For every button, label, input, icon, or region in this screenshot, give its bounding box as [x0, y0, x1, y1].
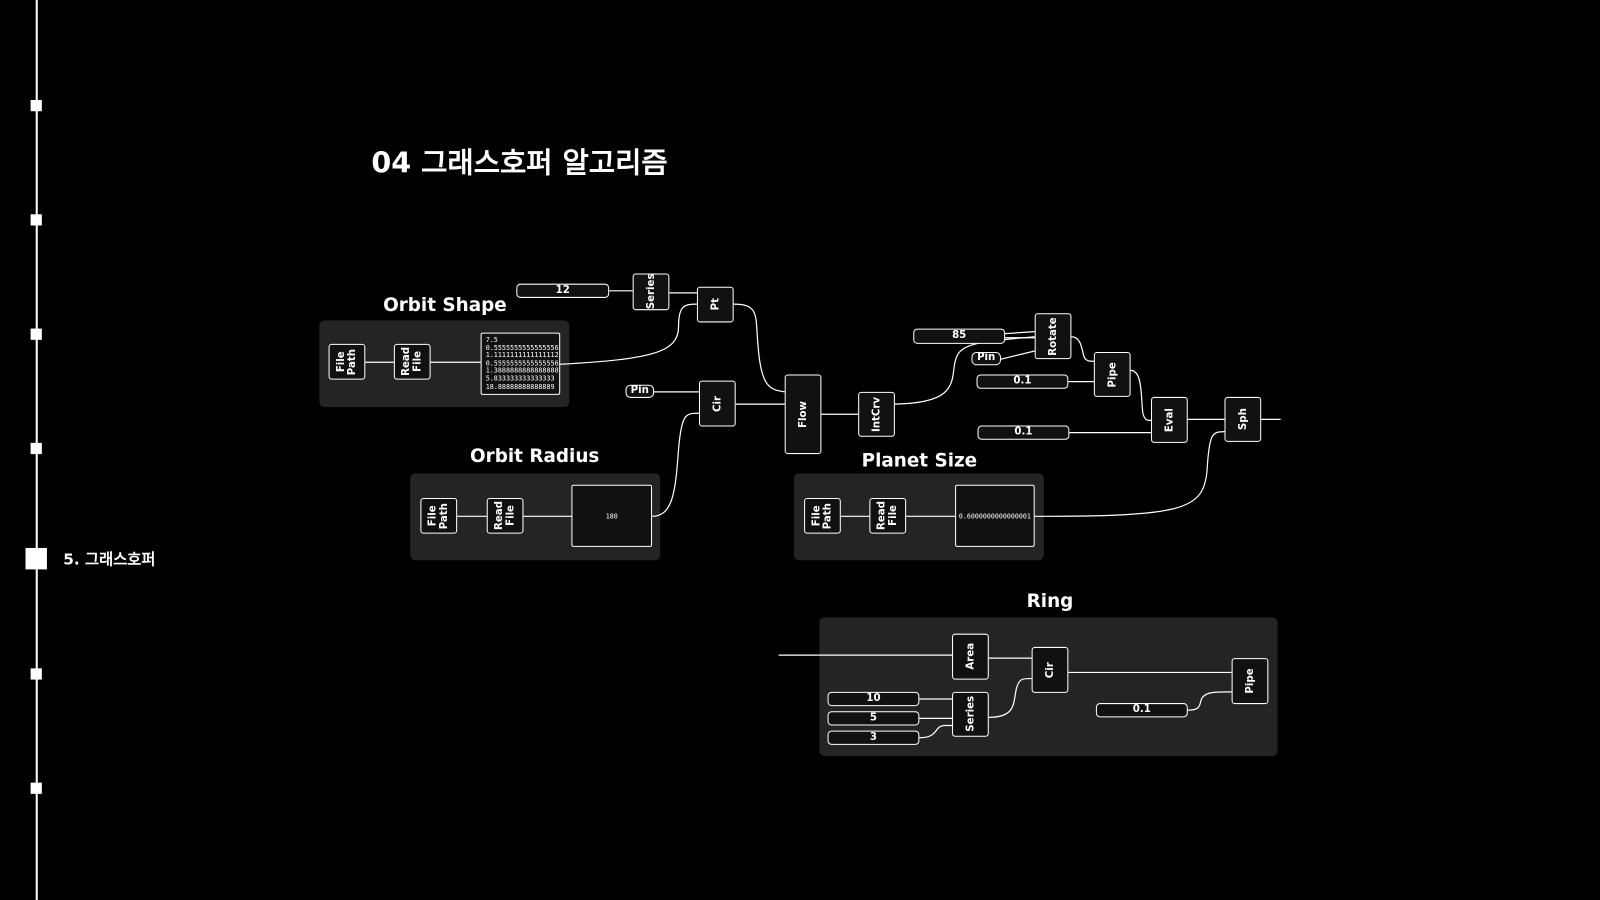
number-slider-10[interactable]: 10	[827, 691, 920, 707]
intcrv-node[interactable]: IntCrv	[858, 391, 895, 437]
panel-value: 0.5555555555555556	[485, 343, 559, 352]
pt-node[interactable]: Pt	[696, 286, 734, 323]
node-label: File Path	[427, 502, 450, 529]
node-label: Rotate	[1047, 316, 1059, 356]
panel-value: 5.833333333333333	[485, 374, 555, 383]
node-label: File Path	[335, 348, 359, 375]
ring-series-node[interactable]: Series	[952, 691, 989, 737]
ring-pipe-node[interactable]: Pipe	[1231, 658, 1269, 705]
timeline-marker[interactable]	[30, 328, 42, 340]
node-label: Cir	[1044, 661, 1056, 678]
node-label: Sph	[1237, 408, 1249, 431]
panel-value: 0.5555555555555556	[485, 358, 559, 368]
node-label: Eval	[1163, 407, 1175, 432]
group-title: Ring	[1026, 590, 1074, 613]
area-node[interactable]: Area	[952, 633, 989, 680]
file-path-node[interactable]: File Path	[328, 343, 366, 380]
timeline-marker[interactable]	[30, 782, 42, 794]
panel-value: 1.1111111111111112	[485, 351, 559, 360]
sph-node[interactable]: Sph	[1224, 396, 1262, 442]
timeline-marker[interactable]	[30, 668, 42, 680]
panel-value: 1.3888888888888888	[485, 366, 559, 375]
panel-orbit-shape[interactable]: 7.5 0.5555555555555556 1.111111111111111…	[480, 332, 561, 395]
file-path-node[interactable]: File Path	[804, 497, 841, 534]
node-label: Area	[964, 643, 977, 670]
number-slider-ring-pipe[interactable]: 0.1	[1095, 703, 1188, 718]
panel-value: 7.5	[485, 335, 498, 344]
pin-node[interactable]: Pin	[625, 384, 655, 398]
number-slider-pipe-radius[interactable]: 0.1	[976, 374, 1069, 389]
cir-node[interactable]: Cir	[698, 380, 736, 427]
rotate-node[interactable]: Rotate	[1034, 313, 1072, 360]
timeline-marker-active[interactable]	[25, 547, 47, 570]
number-slider-3[interactable]: 3	[827, 730, 920, 745]
node-label: Cir	[711, 395, 723, 412]
pin-node[interactable]: Pin	[971, 352, 1002, 366]
page-title: 04 그래스호퍼 알고리즘	[371, 145, 668, 180]
number-slider-12[interactable]: 12	[516, 283, 610, 298]
file-path-node[interactable]: File Path	[420, 497, 458, 534]
group-title: Orbit Radius	[470, 445, 600, 468]
node-label: Read File	[876, 501, 899, 531]
number-slider-eval[interactable]: 0.1	[977, 425, 1070, 440]
number-slider-85[interactable]: 85	[913, 328, 1006, 344]
nav-active-label[interactable]: 5. 그래스호퍼	[63, 549, 156, 569]
read-file-node[interactable]: Read File	[486, 497, 524, 534]
read-file-node[interactable]: Read File	[869, 497, 907, 534]
panel-value: 18.88888888888889	[485, 382, 555, 391]
node-label: Series	[964, 696, 977, 733]
node-label: File Path	[811, 502, 834, 529]
panel-orbit-radius[interactable]: 180	[571, 484, 653, 547]
node-label: Pt	[709, 298, 721, 311]
group-title: Orbit Shape	[383, 294, 507, 317]
number-slider-5[interactable]: 5	[827, 711, 920, 726]
flow-node[interactable]: Flow	[784, 374, 822, 455]
node-label: Pipe	[1106, 361, 1118, 388]
node-label: Series	[645, 273, 657, 310]
timeline-marker[interactable]	[30, 99, 42, 112]
node-label: Pipe	[1244, 668, 1256, 694]
node-label: Read File	[493, 501, 517, 531]
timeline-marker[interactable]	[30, 442, 42, 455]
eval-node[interactable]: Eval	[1151, 396, 1188, 443]
pipe-node[interactable]: Pipe	[1093, 352, 1131, 397]
group-title: Planet Size	[861, 449, 978, 472]
series-node[interactable]: Series	[632, 273, 670, 311]
ring-cir-node[interactable]: Cir	[1031, 646, 1069, 693]
node-label: Flow	[797, 400, 809, 428]
node-label: Read File	[401, 347, 424, 377]
panel-planet-size[interactable]: 0.6000000000000001	[955, 484, 1035, 547]
timeline-marker[interactable]	[30, 214, 42, 226]
node-label: IntCrv	[870, 396, 883, 432]
read-file-node[interactable]: Read File	[393, 343, 431, 380]
